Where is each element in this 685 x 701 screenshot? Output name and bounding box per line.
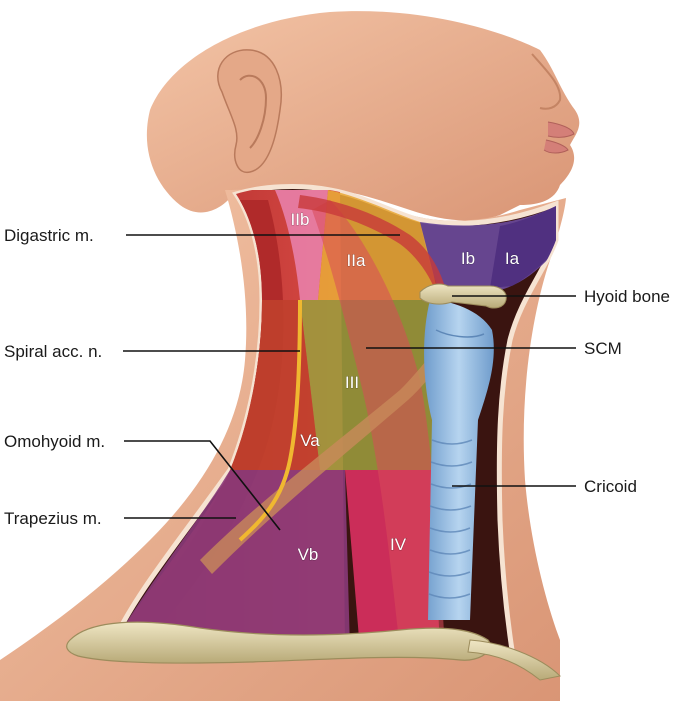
label-omohyoid: Omohyoid m.: [4, 432, 105, 451]
zone-label-III: III: [345, 373, 359, 392]
label-trapezius: Trapezius m.: [4, 509, 102, 528]
omohyoid-leader: [124, 440, 281, 531]
label-scm: SCM: [584, 339, 622, 358]
zone-label-Vb: Vb: [298, 545, 319, 564]
zone-Vb: [110, 470, 350, 650]
label-digastric: Digastric m.: [4, 226, 94, 245]
zone-Va: [230, 300, 320, 470]
zone-labels: IIb IIa Ib Ia III Va Vb IV: [290, 210, 520, 565]
label-hyoid: Hyoid bone: [584, 287, 670, 306]
ear-shape: [217, 49, 282, 174]
zone-label-IIa: IIa: [347, 251, 366, 270]
zone-label-IV: IV: [390, 535, 407, 554]
zone-label-Va: Va: [300, 431, 320, 450]
callout-labels: Digastric m. Spiral acc. n. Omohyoid m. …: [4, 226, 670, 528]
zone-Ia-area: [490, 206, 556, 288]
label-cricoid: Cricoid: [584, 477, 637, 496]
spinal-accessory-nerve: [238, 299, 302, 542]
zone-label-IIb: IIb: [291, 210, 310, 229]
label-spiral-acc: Spiral acc. n.: [4, 342, 102, 361]
zone-label-Ib: Ib: [461, 249, 475, 268]
leader-lines: [123, 234, 576, 531]
zone-label-Ia: Ia: [505, 249, 520, 268]
digastric-muscle: [298, 195, 446, 292]
trachea: [424, 300, 494, 620]
